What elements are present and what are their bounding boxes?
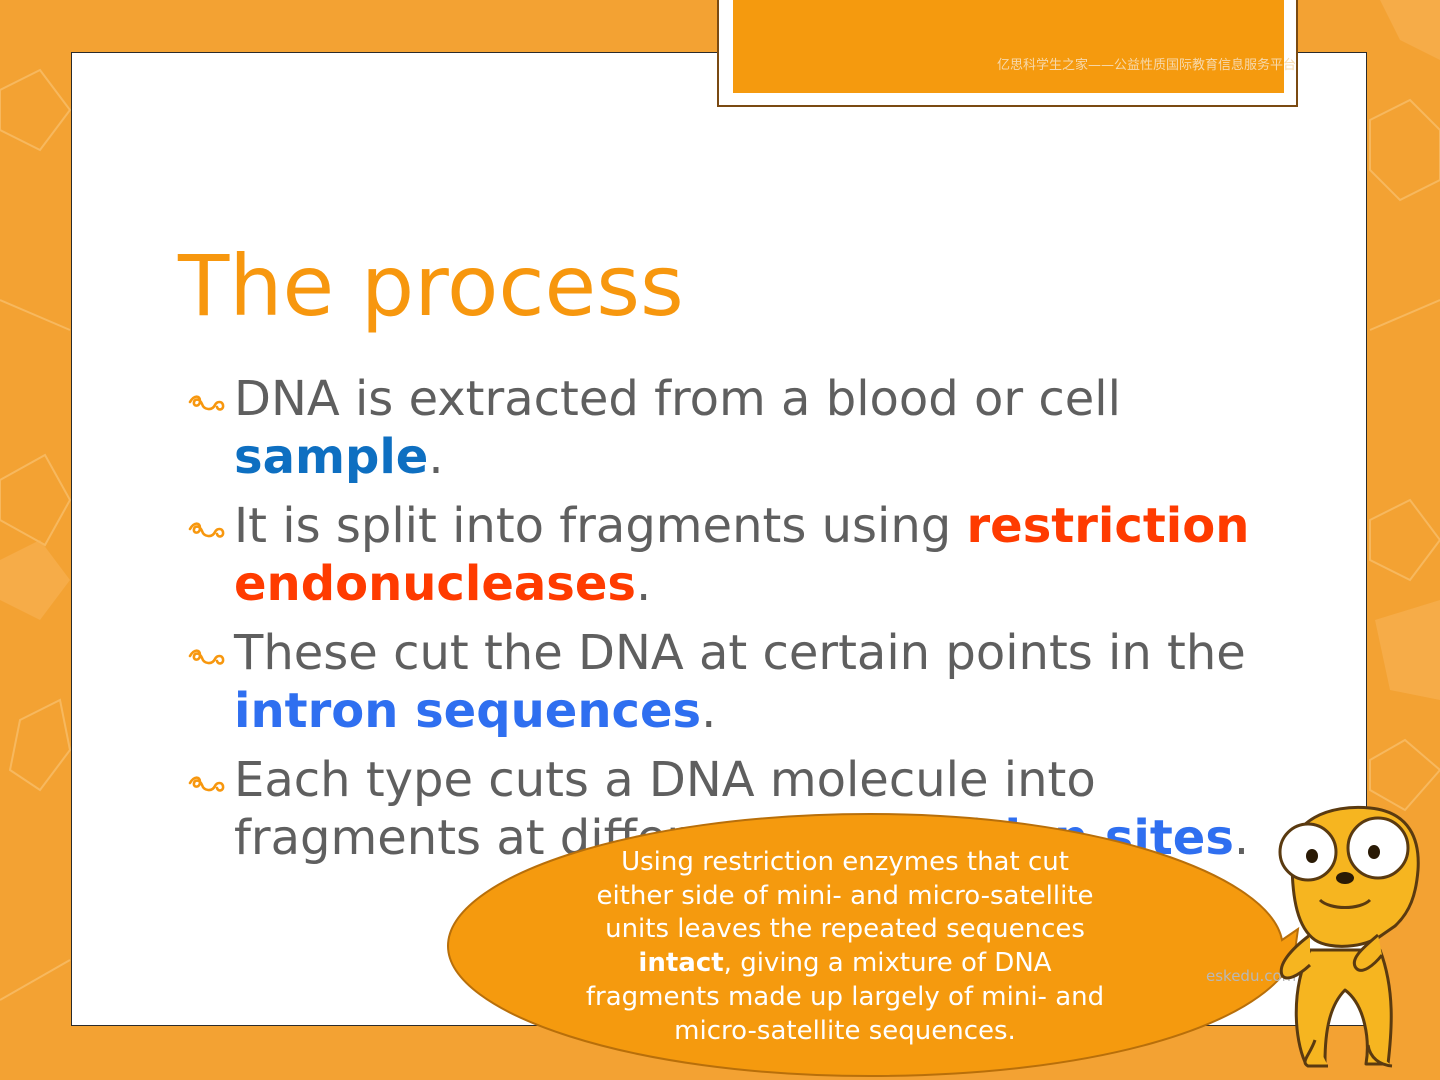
bullet-1-text: DNA is extracted from a blood or cell sa… <box>234 371 1121 485</box>
keyword-sample: sample <box>234 429 429 485</box>
bubble-text-part: , giving a mixture of DNA fragments made… <box>585 948 1105 1046</box>
bullet-list: DNA is extracted from a blood or cell sa… <box>188 370 1338 878</box>
period: . <box>1233 810 1250 866</box>
bullet-text: DNA is extracted from a blood or cell <box>234 371 1121 427</box>
bullet-item: It is split into fragments using restric… <box>188 497 1338 613</box>
bullet-3-text: These cut the DNA at certain points in t… <box>234 625 1246 739</box>
curl-ornament-icon <box>188 776 225 792</box>
bullet-item: These cut the DNA at certain points in t… <box>188 624 1338 740</box>
slide-title: The process <box>178 237 684 335</box>
bubble-text-part: Using restriction enzymes that cut eithe… <box>596 847 1094 945</box>
speech-bubble-text: Using restriction enzymes that cut eithe… <box>580 846 1110 1048</box>
period: . <box>701 683 717 739</box>
watermark-bottom: eskedu.com <box>1206 967 1297 985</box>
bullet-text: It is split into fragments using <box>234 498 967 554</box>
period: . <box>635 556 652 612</box>
period: . <box>428 429 444 485</box>
curl-ornament-icon <box>188 522 225 538</box>
cartoon-dog-icon <box>1278 805 1420 1068</box>
curl-ornament-icon <box>188 649 225 665</box>
curl-ornament-icon <box>188 395 225 411</box>
keyword-intron-sequences: intron sequences <box>234 683 702 739</box>
bubble-keyword-intact: intact <box>638 948 724 979</box>
speech-bubble <box>446 812 1300 1078</box>
bullet-2-text: It is split into fragments using restric… <box>234 498 1249 612</box>
bullet-text: These cut the DNA at certain points in t… <box>234 625 1246 681</box>
watermark-top: 亿思科学生之家——公益性质国际教育信息服务平台 <box>996 58 1296 73</box>
keyword-restriction-endonucleases: restriction endonucleases <box>234 498 1250 612</box>
header-tab <box>733 0 1284 93</box>
bullet-item: DNA is extracted from a blood or cell sa… <box>188 370 1338 486</box>
